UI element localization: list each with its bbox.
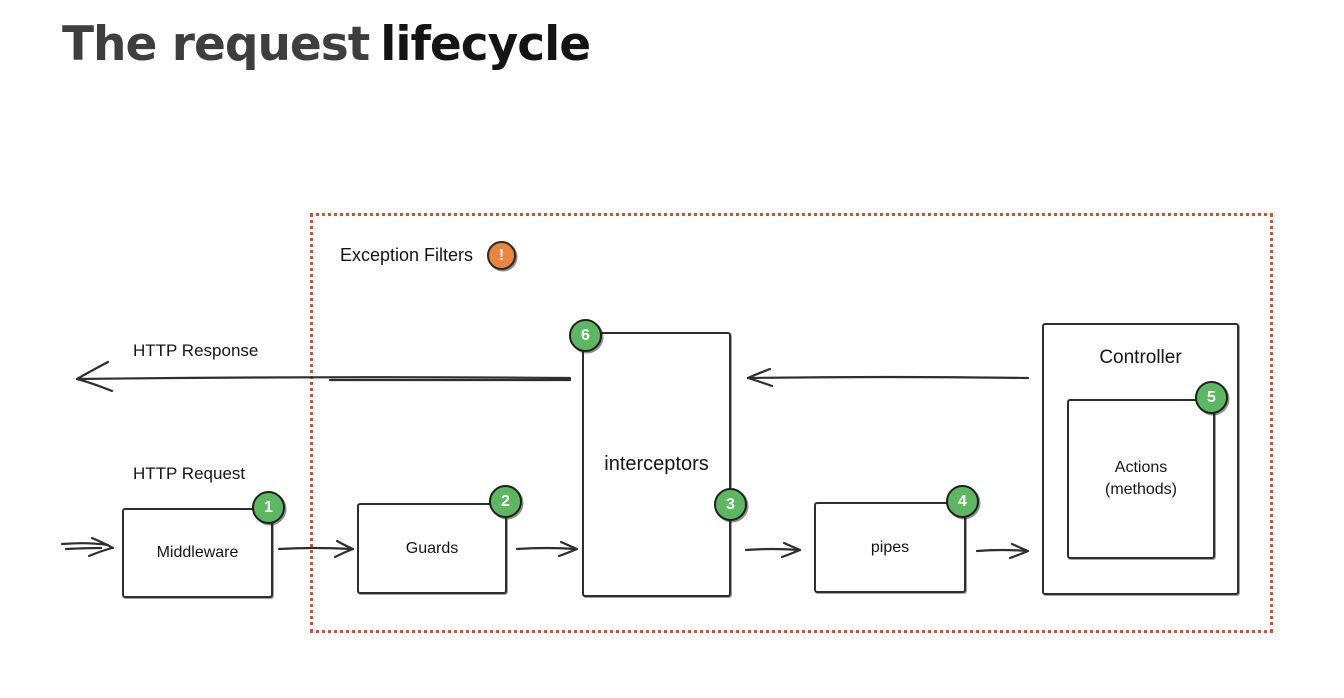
pipes-label: pipes	[870, 538, 910, 556]
step-badge-2: 2	[489, 485, 522, 518]
pipes-box: pipes	[814, 502, 966, 593]
guards-box: Guards	[357, 503, 507, 594]
middleware-box: Middleware	[122, 508, 273, 598]
step-badge-1: 1	[252, 491, 285, 524]
exception-filters-header: Exception Filters !	[340, 241, 517, 270]
interceptors-label: interceptors	[604, 453, 709, 475]
exception-warning-icon: !	[487, 241, 517, 270]
exception-filters-label: Exception Filters	[340, 245, 474, 265]
actions-box: Actions (methods)	[1067, 399, 1215, 559]
arrow-http-request-in	[60, 536, 115, 558]
http-response-label: HTTP Response	[133, 341, 259, 360]
exception-filters-region	[310, 213, 1273, 633]
step-badge-3: 3	[714, 488, 747, 521]
page-title-part1: The request	[62, 17, 370, 72]
interceptors-box: interceptors	[582, 332, 731, 597]
step-badge-5: 5	[1195, 381, 1228, 414]
page-title-part2: lifecycle	[380, 17, 591, 72]
step-badge-6: 6	[569, 319, 602, 352]
controller-label: Controller	[1099, 347, 1182, 368]
middleware-label: Middleware	[156, 544, 239, 561]
step-badge-4: 4	[946, 485, 979, 518]
guards-label: Guards	[405, 539, 459, 557]
http-request-label: HTTP Request	[133, 464, 246, 483]
actions-label: Actions (methods)	[1104, 459, 1178, 498]
